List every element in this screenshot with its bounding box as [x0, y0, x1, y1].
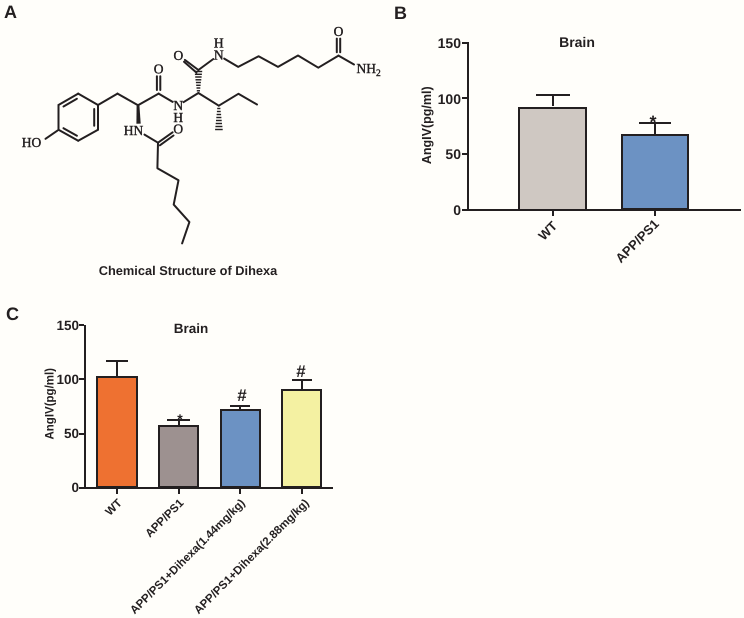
svg-text:H: H	[214, 36, 224, 51]
svg-text:HO: HO	[22, 135, 42, 150]
svg-text:HN: HN	[124, 123, 144, 138]
svg-text:H: H	[173, 110, 183, 125]
svg-text:NH2: NH2	[357, 61, 382, 79]
svg-text:O: O	[334, 24, 344, 39]
svg-text:O: O	[173, 121, 183, 136]
svg-text:N: N	[173, 98, 183, 113]
svg-text:O: O	[174, 48, 184, 63]
svg-text:O: O	[154, 62, 164, 77]
svg-text:N: N	[214, 48, 224, 63]
